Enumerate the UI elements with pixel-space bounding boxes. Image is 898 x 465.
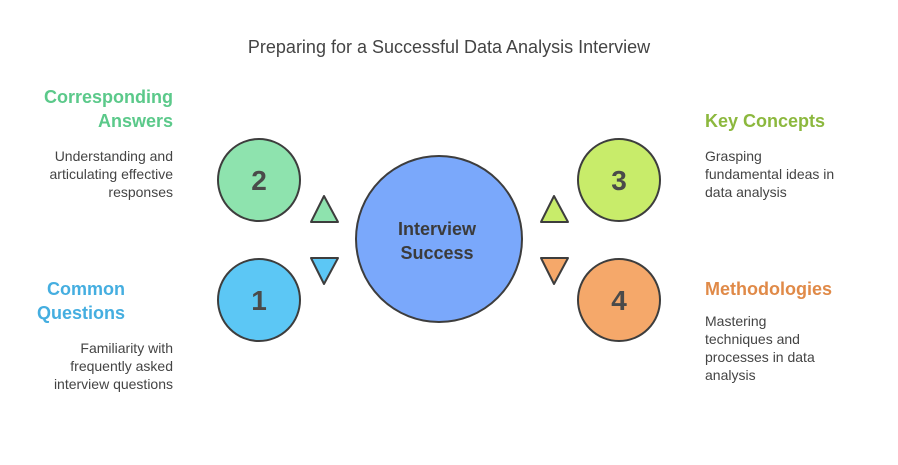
desc-item-3: Grasping fundamental ideas in data analy…: [705, 148, 835, 200]
arrow-item-2: [310, 195, 339, 223]
heading-item-2: Corresponding Answers: [44, 87, 173, 131]
number-item-4: 4: [611, 285, 627, 316]
number-item-3: 3: [611, 165, 627, 196]
circle-item-4: [577, 258, 661, 342]
desc-item-2: Understanding and articulating effective…: [49, 148, 173, 200]
arrow-item-4: [540, 257, 569, 285]
desc-item-1: Familiarity with frequently asked interv…: [53, 340, 173, 392]
arrow-item-3: [540, 195, 569, 223]
heading-item-4: Methodologies: [705, 279, 832, 299]
number-item-2: 2: [251, 165, 267, 196]
center-circle: [355, 155, 523, 323]
circle-item-1: [217, 258, 301, 342]
heading-item-1: Common Questions: [36, 279, 125, 323]
center-label-line2: Success: [400, 243, 473, 263]
arrow-item-1: [310, 257, 339, 285]
circle-item-2: [217, 138, 301, 222]
circle-item-3: [577, 138, 661, 222]
desc-item-4: Mastering techniques and processes in da…: [705, 313, 815, 383]
heading-item-3: Key Concepts: [705, 111, 826, 131]
number-item-1: 1: [251, 285, 267, 316]
page-title: Preparing for a Successful Data Analysis…: [247, 37, 651, 57]
center-label-line1: Interview: [398, 219, 477, 239]
